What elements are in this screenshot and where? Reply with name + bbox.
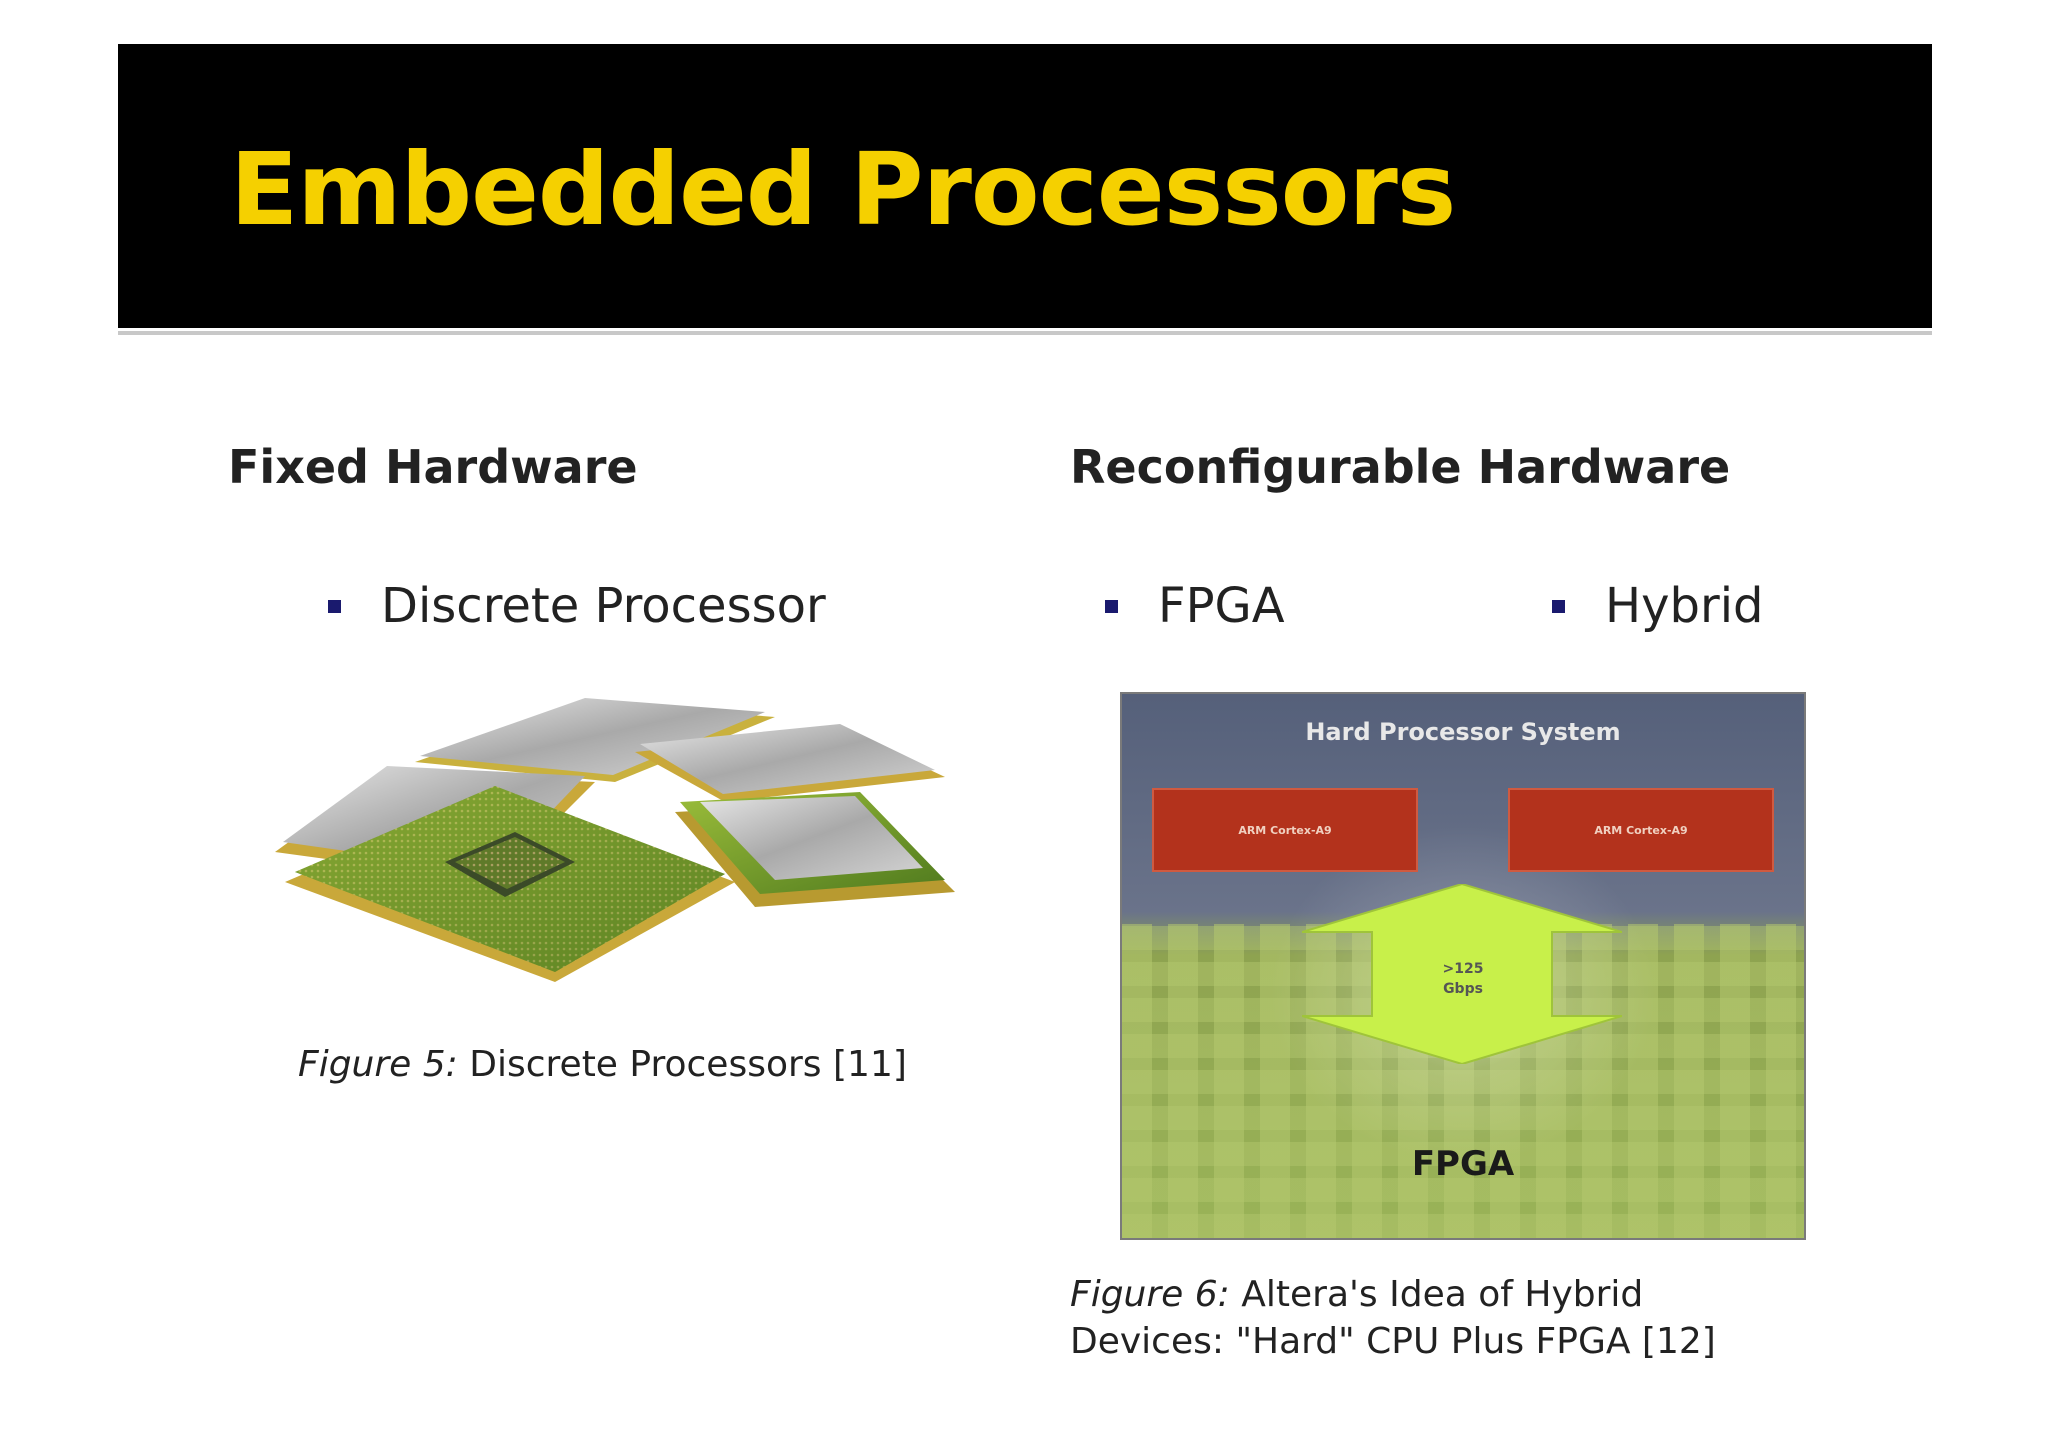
bandwidth-label: >125 Gbps [1122, 960, 1804, 999]
fpga-label: FPGA [1411, 1144, 1515, 1184]
arm-core-right: ARM Cortex-A9 [1508, 788, 1774, 872]
bidirectional-arrow-icon [1302, 884, 1622, 1064]
bullet-marker [328, 599, 341, 613]
reconfigurable-hardware-heading: Reconfigurable Hardware [1070, 440, 1731, 494]
bullet-discrete-processor: Discrete Processor [328, 578, 826, 634]
bullet-text: Hybrid [1605, 578, 1764, 634]
bullet-hybrid: Hybrid [1552, 578, 1764, 634]
hps-label: Hard Processor System [1305, 718, 1621, 746]
bullet-fpga: FPGA [1105, 578, 1285, 634]
figure-5-label: Figure 5: [298, 1044, 458, 1085]
bullet-marker [1105, 599, 1118, 613]
figure-6-label: Figure 6: [1070, 1274, 1230, 1315]
arm-core-left: ARM Cortex-A9 [1152, 788, 1418, 872]
title-bar [118, 44, 1932, 328]
bullet-text: Discrete Processor [381, 578, 826, 634]
figure-6-line1: Figure 6: Altera's Idea of Hybrid [1070, 1272, 1716, 1319]
bandwidth-value: >125 [1442, 961, 1484, 977]
bandwidth-unit: Gbps [1443, 980, 1483, 997]
figure-6-text-line1: Altera's Idea of Hybrid [1241, 1274, 1644, 1315]
bullet-marker [1552, 599, 1565, 613]
discrete-processors-image [275, 698, 955, 982]
fixed-hardware-heading: Fixed Hardware [228, 440, 638, 494]
bullet-text: FPGA [1158, 578, 1285, 634]
title-underline [118, 331, 1932, 335]
figure-5-text: Discrete Processors [11] [469, 1044, 907, 1085]
figure-6-caption: Figure 6: Altera's Idea of Hybrid Device… [1070, 1272, 1716, 1366]
slide-title: Embedded Processors [230, 131, 1456, 248]
figure-6-text-line2: Devices: "Hard" CPU Plus FPGA [12] [1070, 1320, 1716, 1362]
figure-5-caption: Figure 5: Discrete Processors [11] [298, 1042, 907, 1089]
hybrid-fpga-diagram: Hard Processor System ARM Cortex-A9 ARM … [1120, 692, 1806, 1240]
